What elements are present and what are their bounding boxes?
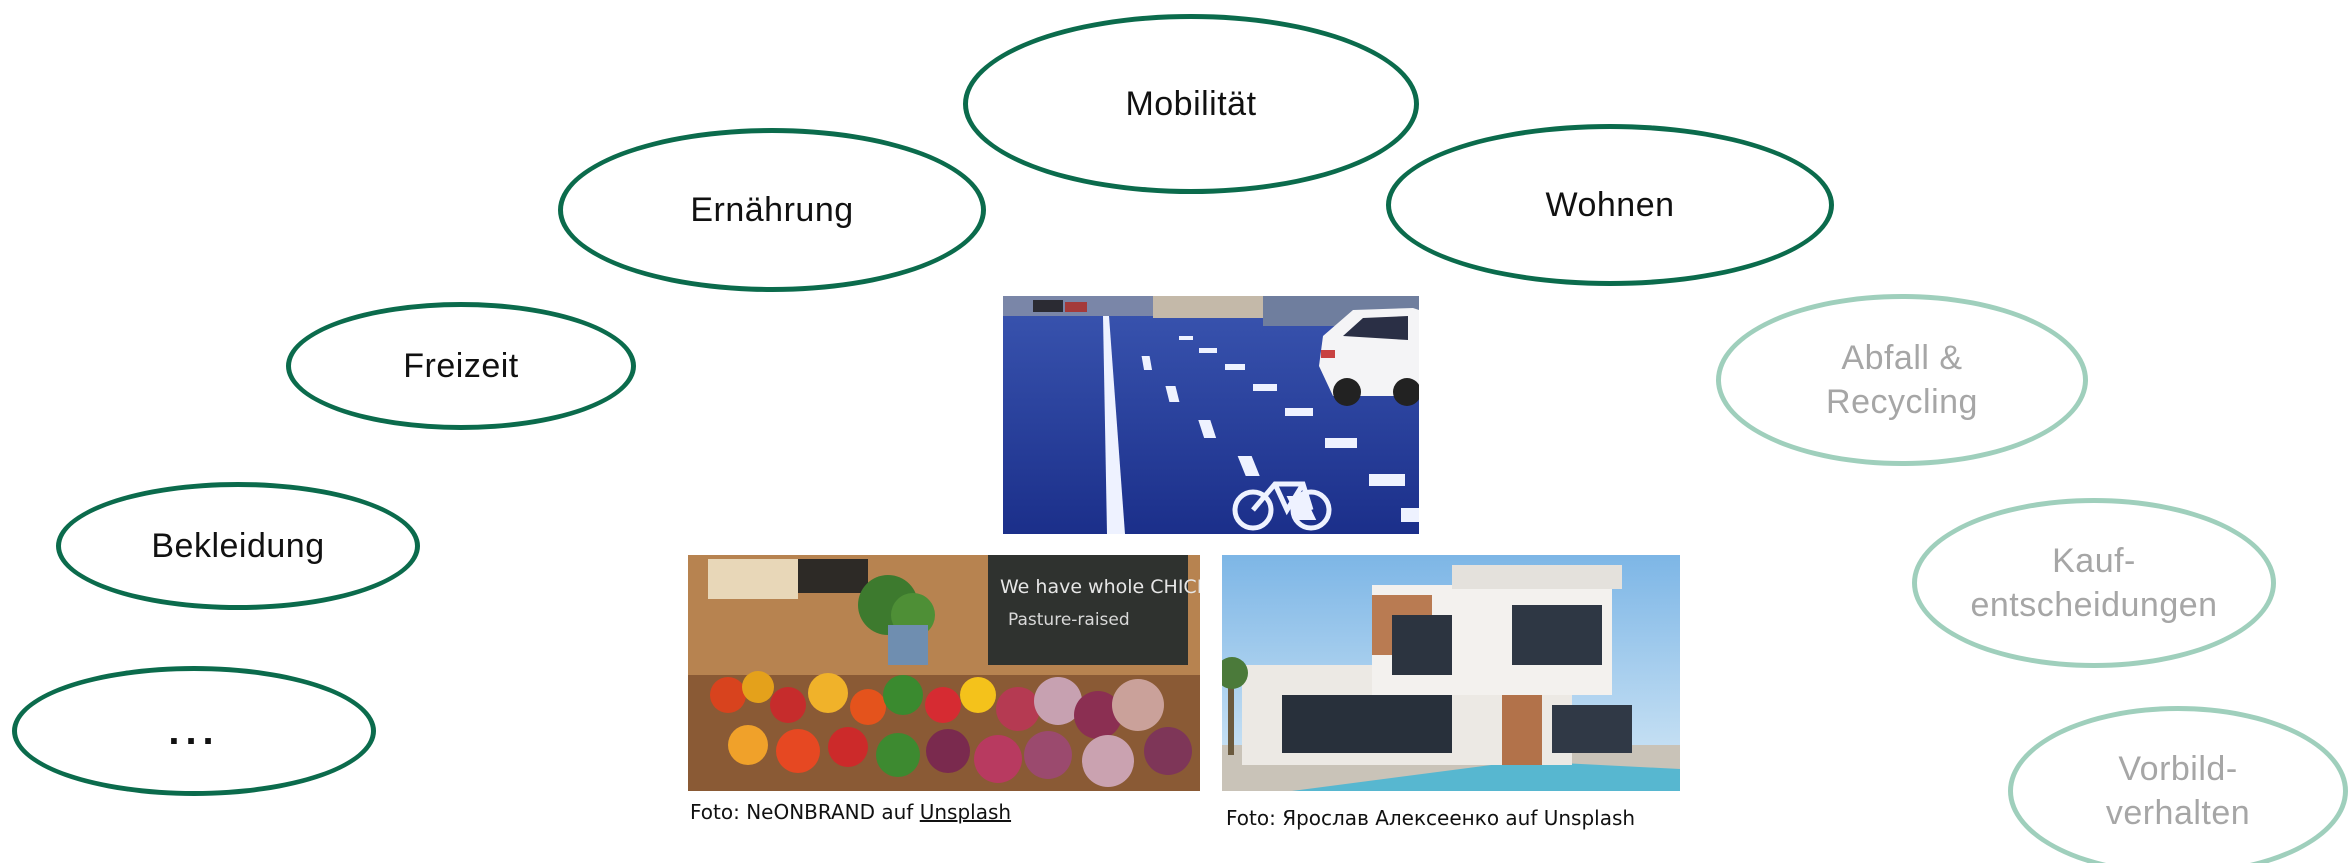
bubble-wohnen[interactable]: Wohnen xyxy=(1386,124,1834,286)
unsplash-link[interactable]: Unsplash xyxy=(919,800,1012,824)
svg-text:Pasture-raised: Pasture-raised xyxy=(1008,610,1130,630)
bubble-label: Abfall & Recycling xyxy=(1826,339,1978,421)
bike-lane-image xyxy=(1003,296,1419,534)
bubble-freizeit[interactable]: Freizeit xyxy=(286,302,636,430)
bubble-label: Mobilität xyxy=(1125,84,1257,123)
svg-text:We have whole CHICKEN: We have whole CHICKEN xyxy=(1000,576,1200,598)
bubble-kaufentscheidungen[interactable]: Kauf- entscheidungen xyxy=(1912,498,2276,668)
market-stall-photo: We have whole CHICKEN Pasture-raised xyxy=(688,555,1200,791)
market-image: We have whole CHICKEN Pasture-raised xyxy=(688,555,1200,791)
bubble-bekleidung[interactable]: Bekleidung xyxy=(56,482,420,610)
bubble-label: Wohnen xyxy=(1545,185,1675,224)
market-photo-caption: Foto: NeONBRAND auf Unsplash xyxy=(690,800,1011,824)
bubble-label: Bekleidung xyxy=(151,526,325,565)
bubble-label: ... xyxy=(168,708,220,753)
bubble-label: Freizeit xyxy=(403,346,519,385)
bubble-vorbildverhalten[interactable]: Vorbild- verhalten xyxy=(2008,706,2348,863)
caption-text: Foto: Ярослав Алексеенко auf Unsplash xyxy=(1226,806,1636,830)
bubble-label: Kauf- entscheidungen xyxy=(1970,542,2218,624)
bubble-abfall-recycling[interactable]: Abfall & Recycling xyxy=(1716,294,2088,466)
bubble-label: Vorbild- verhalten xyxy=(2105,750,2251,832)
house-image xyxy=(1222,555,1680,791)
bubble-label: Ernährung xyxy=(690,190,854,229)
bubble-more[interactable]: ... xyxy=(12,666,376,796)
modern-house-photo xyxy=(1222,555,1680,791)
bike-lane-photo xyxy=(1003,296,1419,534)
bubble-ernaehrung[interactable]: Ernährung xyxy=(558,128,986,292)
bubble-mobilitaet[interactable]: Mobilität xyxy=(963,14,1419,194)
caption-text: Foto: NeONBRAND auf xyxy=(690,800,920,824)
house-photo-caption: Foto: Ярослав Алексеенко auf Unsplash xyxy=(1226,806,1635,830)
